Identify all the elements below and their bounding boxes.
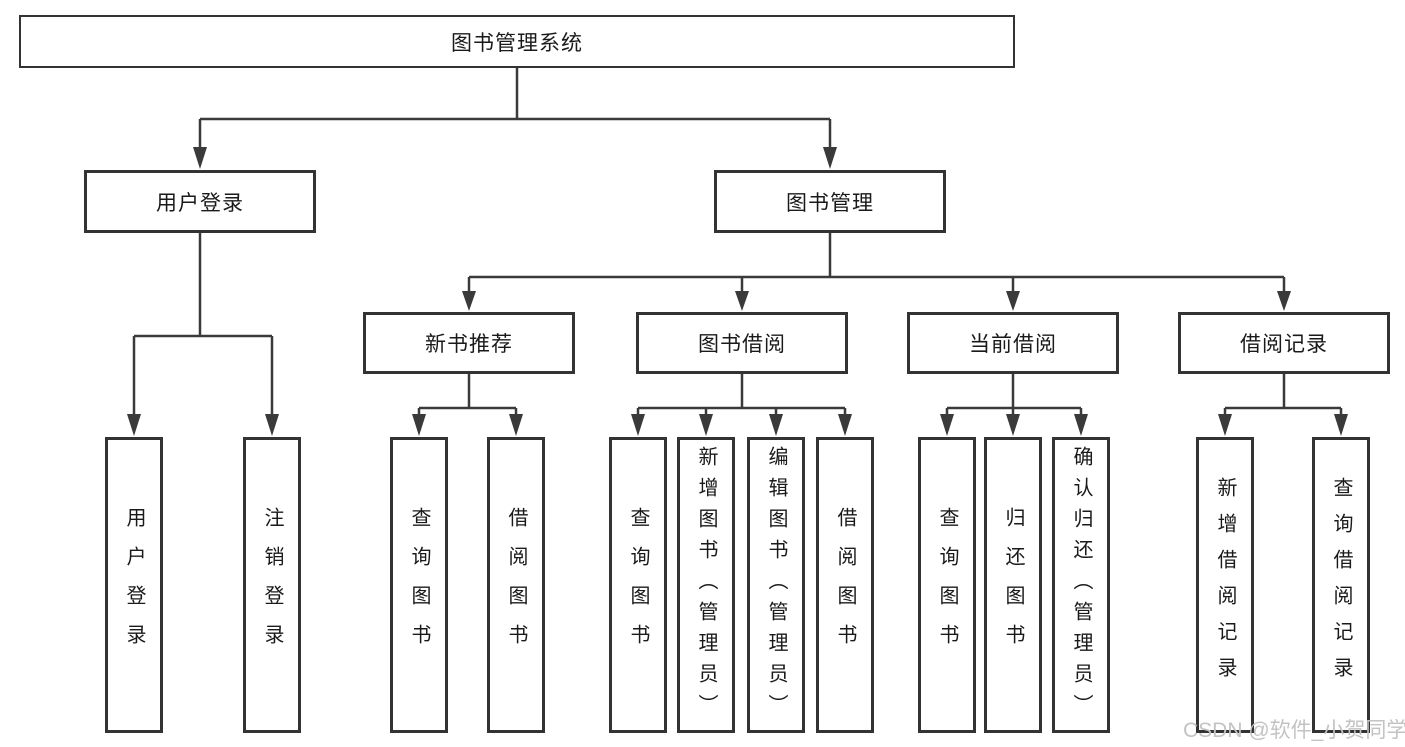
node-label: 图书借阅 xyxy=(698,333,786,356)
leaf-query-borrow-record: 查询借阅记录 xyxy=(1312,437,1370,733)
leaf-label: 注销登录 xyxy=(261,507,283,663)
connector-book-borrowing xyxy=(636,374,847,418)
connector-borrowing-records xyxy=(1223,374,1343,418)
leaf-label: 新增图书（管理员） xyxy=(695,445,717,725)
node-label: 图书管理系统 xyxy=(451,31,583,55)
watermark: CSDN @软件_小贺同学 xyxy=(1183,719,1405,742)
leaf-logout-login: 注销登录 xyxy=(243,437,301,733)
node-book-management: 图书管理 xyxy=(714,170,946,233)
connector-user-login xyxy=(132,233,274,418)
leaf-query-books-borrowing: 查询图书 xyxy=(609,437,667,733)
leaf-label: 新增借阅记录 xyxy=(1214,477,1236,693)
leaf-return-books: 归还图书 xyxy=(984,437,1042,733)
leaf-borrow-books-recommend: 借阅图书 xyxy=(487,437,545,733)
leaf-label: 用户登录 xyxy=(123,507,145,663)
node-user-login: 用户登录 xyxy=(84,170,316,233)
node-label: 借阅记录 xyxy=(1240,333,1328,356)
connector-root xyxy=(198,68,832,152)
connector-book-management xyxy=(467,233,1286,294)
node-book-borrowing: 图书借阅 xyxy=(636,312,848,374)
node-label: 图书管理 xyxy=(786,191,874,215)
leaf-add-borrow-record: 新增借阅记录 xyxy=(1196,437,1254,733)
node-label: 当前借阅 xyxy=(969,333,1057,356)
leaf-query-books-recommend: 查询图书 xyxy=(390,437,448,733)
leaf-query-books-current: 查询图书 xyxy=(918,437,976,733)
leaf-confirm-return-admin: 确认归还（管理员） xyxy=(1052,437,1110,733)
node-library-system: 图书管理系统 xyxy=(19,15,1015,68)
leaf-add-books-admin: 新增图书（管理员） xyxy=(677,437,735,733)
leaf-label: 借阅图书 xyxy=(834,507,856,663)
connector-new-book-recommendation xyxy=(417,374,518,418)
node-borrowing-records: 借阅记录 xyxy=(1178,312,1390,374)
leaf-label: 查询图书 xyxy=(627,507,649,663)
connector-current-borrowing xyxy=(945,374,1083,418)
leaf-label: 编辑图书（管理员） xyxy=(765,445,787,725)
leaf-edit-books-admin: 编辑图书（管理员） xyxy=(747,437,805,733)
leaf-borrow-books-borrowing: 借阅图书 xyxy=(816,437,874,733)
leaf-label: 查询图书 xyxy=(936,507,958,663)
leaf-user-login: 用户登录 xyxy=(105,437,163,733)
leaf-label: 查询图书 xyxy=(408,507,430,663)
leaf-label: 借阅图书 xyxy=(505,507,527,663)
leaf-label: 确认归还（管理员） xyxy=(1070,445,1092,725)
node-label: 用户登录 xyxy=(156,191,244,215)
leaf-label: 查询借阅记录 xyxy=(1330,477,1352,693)
node-new-book-recommendation: 新书推荐 xyxy=(363,312,575,374)
node-current-borrowing: 当前借阅 xyxy=(907,312,1119,374)
node-label: 新书推荐 xyxy=(425,333,513,356)
leaf-label: 归还图书 xyxy=(1002,507,1024,663)
